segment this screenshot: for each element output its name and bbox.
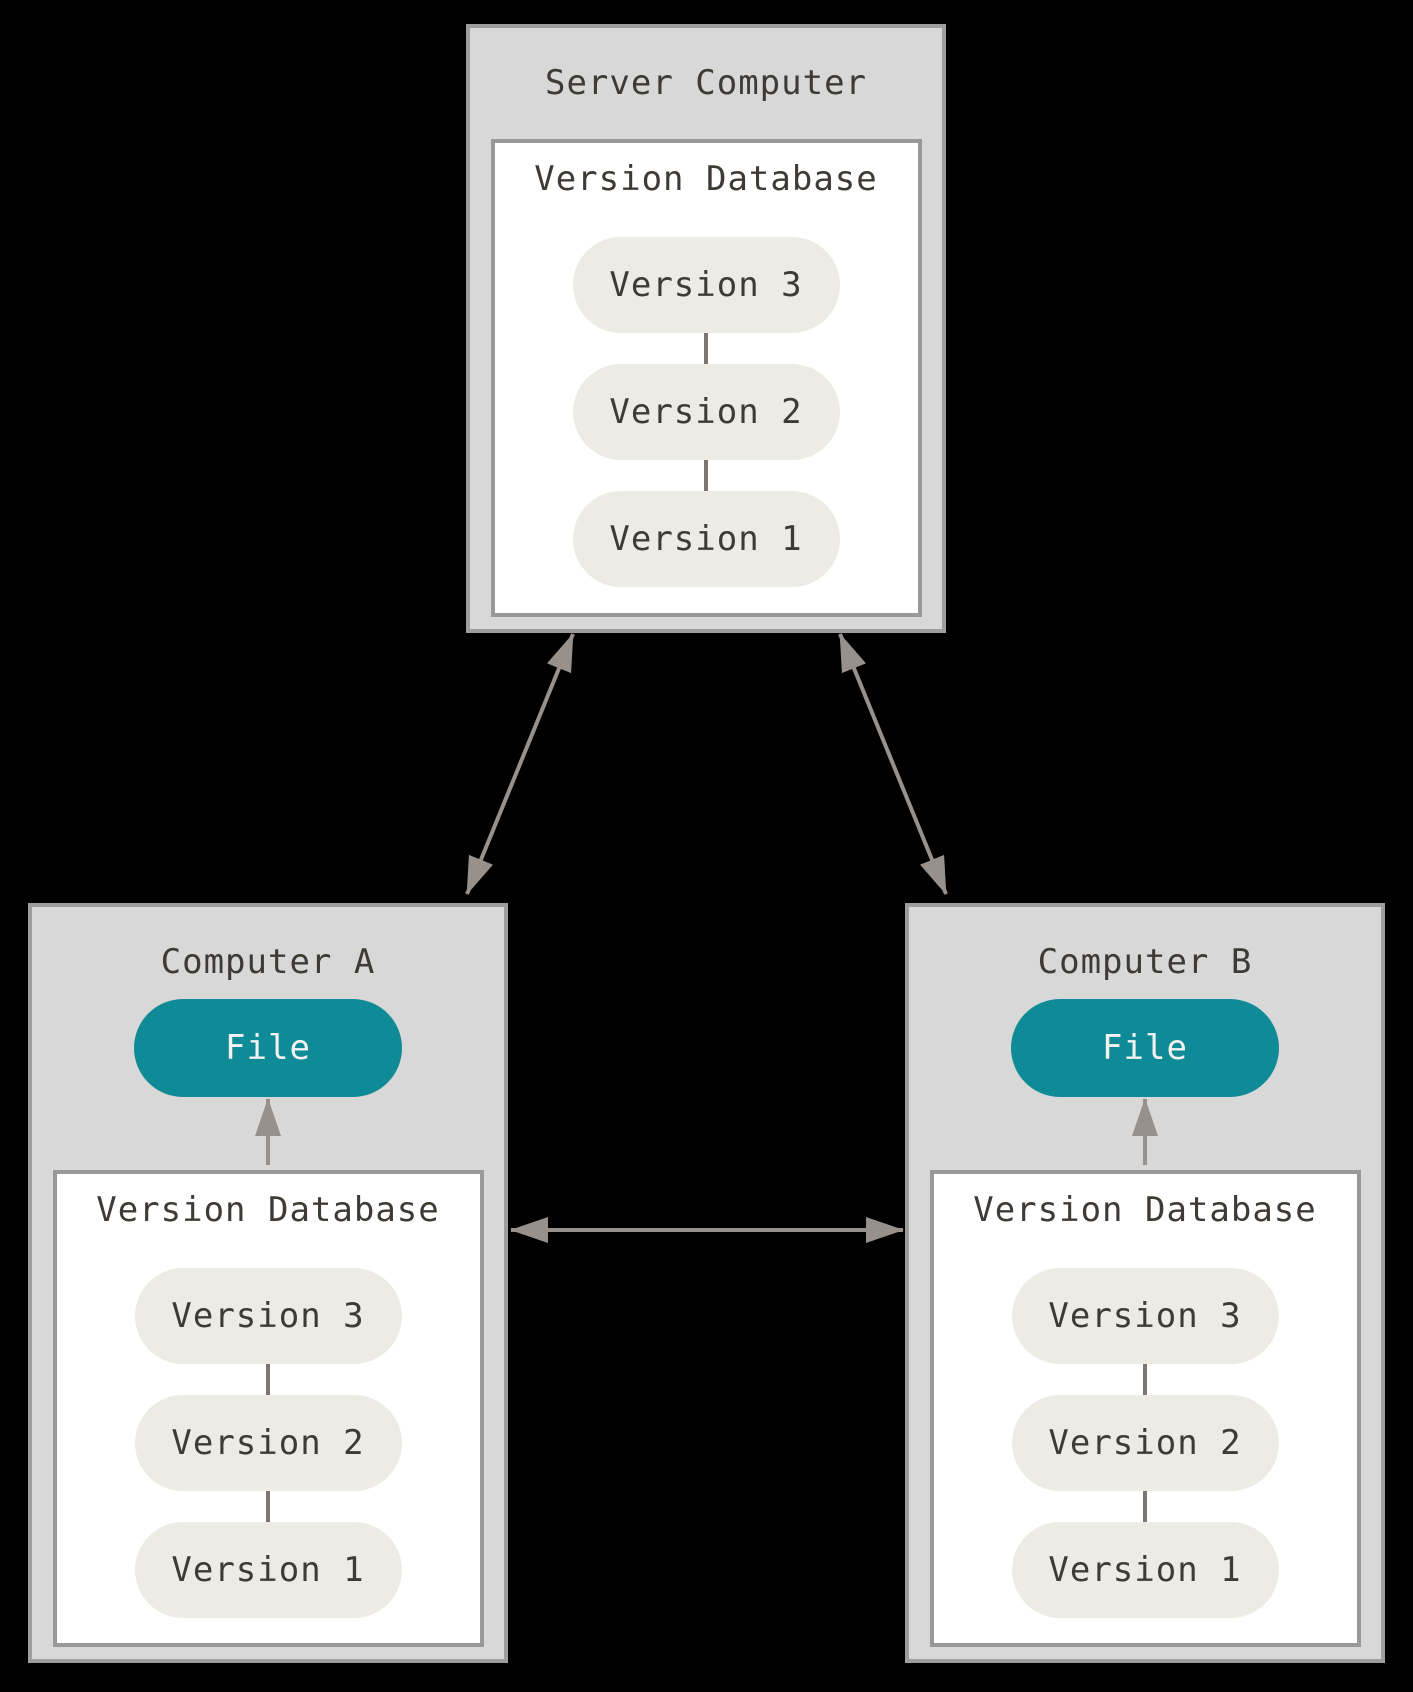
computer-b-version-database-title: Version Database [973,1190,1317,1230]
version-connector [704,460,708,491]
computer-b-version-2-pill: Version 2 [1011,1395,1279,1491]
version-connector [704,333,708,364]
computer-a-version-database-title: Version Database [96,1190,440,1230]
computer-b-version-3-pill: Version 3 [1011,1268,1279,1364]
server-version-stack: Version 3 Version 2 Version 1 [495,237,918,587]
version-connector [266,1364,270,1395]
arrow-server-to-computer-a [465,633,575,895]
server-version-database-panel: Version Database Version 3 Version 2 Ver… [490,139,922,617]
server-version-3-pill: Version 3 [572,237,840,333]
computer-b-version-database-panel: Version Database Version 3 Version 2 Ver… [929,1170,1361,1647]
server-version-2-pill: Version 2 [572,364,840,460]
computer-a-title: Computer A [160,942,376,982]
computer-b-title: Computer B [1037,942,1253,982]
server-version-database-title: Version Database [534,159,878,199]
computer-a-file-pill: File [134,999,402,1097]
computer-a-version-stack: Version 3 Version 2 Version 1 [57,1268,480,1618]
server-version-1-pill: Version 1 [572,491,840,587]
computer-b-box: Computer B File Version Database Version… [905,903,1385,1663]
version-connector [266,1491,270,1522]
computer-a-version-1-pill: Version 1 [134,1522,402,1618]
arrow-server-to-computer-b [838,633,948,895]
server-computer-title: Server Computer [544,63,868,103]
computer-b-version-stack: Version 3 Version 2 Version 1 [934,1268,1357,1618]
computer-a-version-3-pill: Version 3 [134,1268,402,1364]
server-computer-box: Server Computer Version Database Version… [466,24,946,633]
version-connector [1143,1364,1147,1395]
computer-b-version-1-pill: Version 1 [1011,1522,1279,1618]
computer-a-box: Computer A File Version Database Version… [28,903,508,1663]
computer-a-version-2-pill: Version 2 [134,1395,402,1491]
computer-a-version-database-panel: Version Database Version 3 Version 2 Ver… [52,1170,484,1647]
version-connector [1143,1491,1147,1522]
computer-b-file-pill: File [1011,999,1279,1097]
